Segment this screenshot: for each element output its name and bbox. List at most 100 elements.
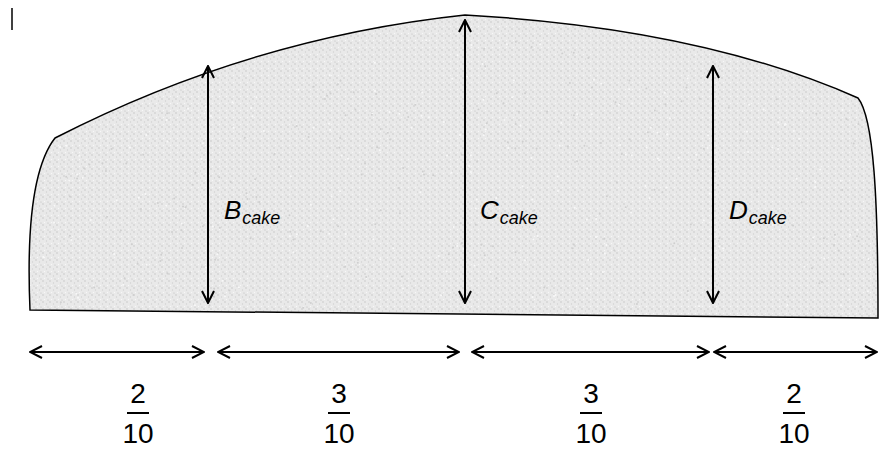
texture-dot [513,80,515,82]
texture-dot [507,147,509,149]
texture-dot [591,113,593,115]
texture-dot [159,260,161,262]
texture-dot [379,149,381,151]
texture-dot [787,296,789,298]
texture-dot [374,62,376,64]
texture-dot [748,104,750,106]
texture-dot [357,262,359,264]
texture-dot [243,271,245,273]
texture-dot [166,119,168,121]
texture-dot [600,82,602,84]
texture-dot [470,171,472,173]
texture-dot [841,189,843,191]
texture-dot [514,147,516,149]
texture-dot [185,206,187,208]
texture-dot [289,235,291,237]
texture-dot [484,65,486,67]
texture-dot [157,202,159,204]
texture-dot [308,136,310,138]
texture-dot [302,307,304,309]
texture-dot [288,214,290,216]
texture-dot [329,129,331,131]
texture-dot [254,178,256,180]
texture-dot [656,132,658,134]
texture-dot [411,127,413,129]
texture-dot [646,146,648,148]
texture-dot [310,302,312,304]
texture-dot [338,147,340,149]
texture-dot [339,190,341,192]
texture-dot [326,95,328,97]
texture-dot [366,209,368,211]
texture-dot [573,243,575,245]
texture-dot [746,131,748,133]
texture-dot [519,125,521,127]
height-subscript: cake [242,209,280,227]
texture-dot [567,145,569,147]
texture-dot [398,187,400,189]
texture-dot [838,250,840,252]
texture-dot [483,134,485,136]
texture-dot [423,174,425,176]
height-subscript: cake [500,209,538,227]
texture-dot [414,104,416,106]
texture-dot [576,160,578,162]
texture-dot [709,193,711,195]
texture-dot [131,243,133,245]
texture-dot [629,138,631,140]
texture-dot [167,141,169,143]
texture-dot [219,227,221,229]
texture-dot [812,236,814,238]
texture-dot [496,92,498,94]
texture-dot [68,180,70,182]
texture-dot [559,145,561,147]
texture-dot [380,209,382,211]
texture-dot [739,140,741,142]
texture-dot [619,103,621,105]
texture-dot [591,87,593,89]
texture-dot [707,147,709,149]
texture-dot [792,224,794,226]
fraction-denominator: 10 [323,420,354,448]
texture-dot [474,265,476,267]
texture-dot [860,306,862,308]
texture-dot [296,233,298,235]
texture-dot [853,142,855,144]
texture-dot [665,103,667,105]
texture-dot [421,115,423,117]
texture-dot [587,57,589,59]
texture-dot [292,251,294,253]
texture-dot [532,238,534,240]
texture-dot [345,233,347,235]
texture-dot [250,237,252,239]
texture-dot [819,168,821,170]
texture-dot [78,155,80,157]
texture-dot [858,240,860,242]
texture-dot [856,229,858,231]
texture-dot [697,169,699,171]
texture-dot [53,205,55,207]
texture-dot [716,284,718,286]
texture-dot [245,192,247,194]
texture-dot [618,127,620,129]
height-arrow [207,66,209,303]
texture-dot [857,123,859,125]
texture-dot [531,157,533,159]
texture-dot [171,231,173,233]
texture-dot [137,263,139,265]
texture-dot [238,287,240,289]
texture-dot [205,296,207,298]
texture-dot [621,153,623,155]
texture-dot [210,115,212,117]
texture-dot [531,296,533,298]
texture-dot [145,134,147,136]
texture-dot [747,151,749,153]
texture-dot [531,199,533,201]
texture-dot [504,119,506,121]
texture-dot [106,216,108,218]
texture-dot [214,259,216,261]
texture-dot [65,176,67,178]
texture-dot [814,186,816,188]
texture-dot [392,247,394,249]
texture-dot [482,99,484,101]
